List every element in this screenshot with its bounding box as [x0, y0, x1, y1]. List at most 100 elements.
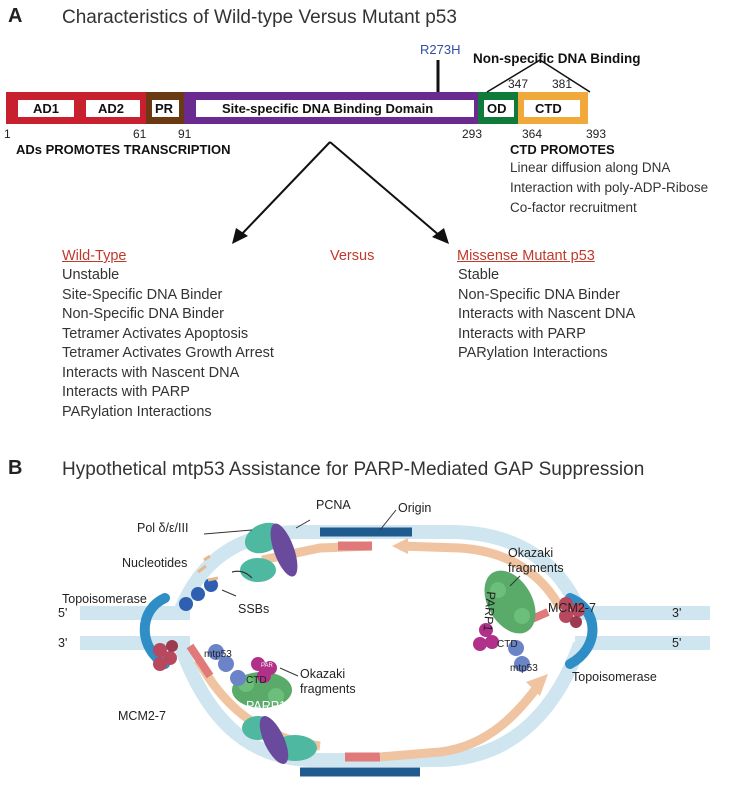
panel-b-title: Hypothetical mtp53 Assistance for PARP-M…: [62, 459, 645, 480]
five-prime-right: 5': [672, 636, 682, 650]
panel-a-letter: A: [8, 5, 23, 27]
wildtype-item: PARylation Interactions: [62, 403, 212, 420]
arrow-head-wildtype: [232, 228, 248, 244]
mutant-list: Stable Non-Specific DNA Binder Interacts…: [458, 266, 635, 364]
nascent-top-arrowhead: [392, 538, 408, 554]
dbd-label: Site-specific DNA Binding Domain: [222, 101, 434, 116]
dbd-box: [196, 100, 474, 117]
arrow-to-mutant: [329, 141, 441, 237]
versus-label: Versus: [330, 248, 375, 264]
ctd-right-label: CTD: [497, 639, 518, 650]
od-box: [484, 100, 514, 117]
ctd-box: [524, 100, 580, 117]
pol-label: Pol δ/ε/III: [137, 521, 189, 535]
okazaki-mid-label: Okazaki fragments: [300, 667, 356, 696]
nascent-bottom-right: [379, 683, 542, 762]
okazaki-mid-leader: [279, 667, 299, 677]
mutant-item: Stable: [458, 267, 500, 283]
pcna-top-ring: [270, 523, 298, 577]
parental-strand-top-right: [575, 606, 710, 620]
position-293: 293: [462, 127, 483, 141]
par-left-icon: [251, 657, 277, 683]
par-label: PAR: [261, 663, 273, 669]
three-prime-right: 3': [672, 606, 682, 620]
mcm-left-label: MCM2-7: [118, 709, 166, 723]
parp1-left-label: PARP1: [246, 699, 287, 713]
nascent-bottom-arrowhead: [526, 674, 548, 696]
ctd-caption-heading: CTD PROMOTES: [510, 142, 615, 157]
nucleotides-icon: [197, 554, 219, 582]
mutation-label: R273H: [420, 42, 461, 57]
od-label: OD: [487, 101, 507, 116]
topoisomerase-right-label: Topoisomerase: [572, 670, 657, 684]
position-91: 91: [178, 127, 192, 141]
ssbs-label: SSBs: [238, 602, 270, 616]
bubble-top-template: [173, 525, 587, 615]
mcm-right-icon: [559, 597, 585, 628]
ctd-caption-item: Interaction with poly-ADP-Ribose: [510, 180, 709, 195]
mtp53-left-label: mtp53: [204, 649, 232, 660]
arrow-head-mutant: [432, 228, 449, 244]
nucleotides-arrow: [231, 570, 253, 579]
ctd-caption-item: Linear diffusion along DNA: [510, 160, 671, 175]
ctd-label: CTD: [535, 101, 562, 116]
ads-caption: ADs PROMOTES TRANSCRIPTION: [16, 142, 231, 157]
ad2-label: AD2: [98, 101, 125, 116]
position-347: 347: [508, 77, 529, 91]
pol-leader: [203, 529, 253, 535]
origin-label: Origin: [398, 501, 432, 515]
pr-label: PR: [155, 101, 174, 116]
wildtype-item: Tetramer Activates Growth Arrest: [62, 345, 274, 361]
parp1-right-icon: [484, 570, 536, 634]
parental-strand-top-left: [80, 606, 190, 620]
panel-a-title: Characteristics of Wild-type Versus Muta…: [62, 7, 457, 28]
ad1-box: [18, 100, 74, 117]
pcna-leader: [295, 519, 311, 529]
wildtype-heading: Wild-Type: [62, 248, 127, 264]
three-prime-left: 3': [58, 636, 68, 650]
ctd-left-label: CTD: [246, 675, 267, 686]
position-1: 1: [4, 127, 11, 141]
origin-leader: [379, 509, 397, 531]
pcna-bottom-ring: [259, 716, 289, 764]
wildtype-list: Unstable Site-Specific DNA Binder Non-Sp…: [62, 266, 274, 422]
ssbs-leader: [221, 589, 237, 597]
mutant-item: Interacts with PARP: [458, 325, 586, 342]
nonspecific-heading: Non-specific DNA Binding: [473, 51, 641, 66]
okazaki-pink-left: [186, 643, 214, 679]
ctd-caption-list: Linear diffusion along DNA Interaction w…: [510, 158, 708, 218]
mtp53-right-icon: [508, 640, 530, 672]
okazaki-top-leader: [509, 575, 521, 587]
wildtype-item: Interacts with PARP: [62, 384, 190, 400]
ctd-caption-item: Co-factor recruitment: [510, 200, 637, 215]
five-prime-left: 5': [58, 606, 68, 620]
polymerase-bottom-icon: [242, 716, 317, 764]
wildtype-item: Site-Specific DNA Binder: [62, 286, 223, 303]
arrow-to-wildtype: [239, 141, 331, 237]
topoisomerase-left-label: Topoisomerase: [62, 592, 147, 606]
ad1-label: AD1: [33, 101, 60, 116]
pr-box: [152, 100, 179, 117]
position-364: 364: [522, 127, 543, 141]
mcm-left-icon: [153, 640, 178, 671]
wildtype-item: Unstable: [62, 267, 120, 283]
mcm-right-label: MCM2-7: [548, 601, 596, 615]
nucleotides-label: Nucleotides: [122, 556, 188, 570]
position-381: 381: [552, 77, 573, 91]
position-61: 61: [133, 127, 147, 141]
mtp53-left-icon: [208, 644, 246, 686]
wildtype-item: Tetramer Activates Apoptosis: [62, 325, 249, 342]
mtp53-right-label: mtp53: [510, 663, 538, 674]
wildtype-item: Interacts with Nascent DNA: [62, 364, 240, 381]
wildtype-item: Non-Specific DNA Binder: [62, 306, 224, 322]
mutant-item: Non-Specific DNA Binder: [458, 286, 620, 303]
nonspecific-bracket: [486, 59, 591, 93]
parp1-left-icon: [232, 672, 292, 708]
nascent-top-right: [399, 541, 564, 611]
par-right-icon: [473, 623, 499, 651]
ad2-box: [86, 100, 140, 117]
parp1-right-label: PARP1: [480, 590, 498, 633]
position-393: 393: [586, 127, 607, 141]
p53-domain-map: [6, 59, 591, 244]
